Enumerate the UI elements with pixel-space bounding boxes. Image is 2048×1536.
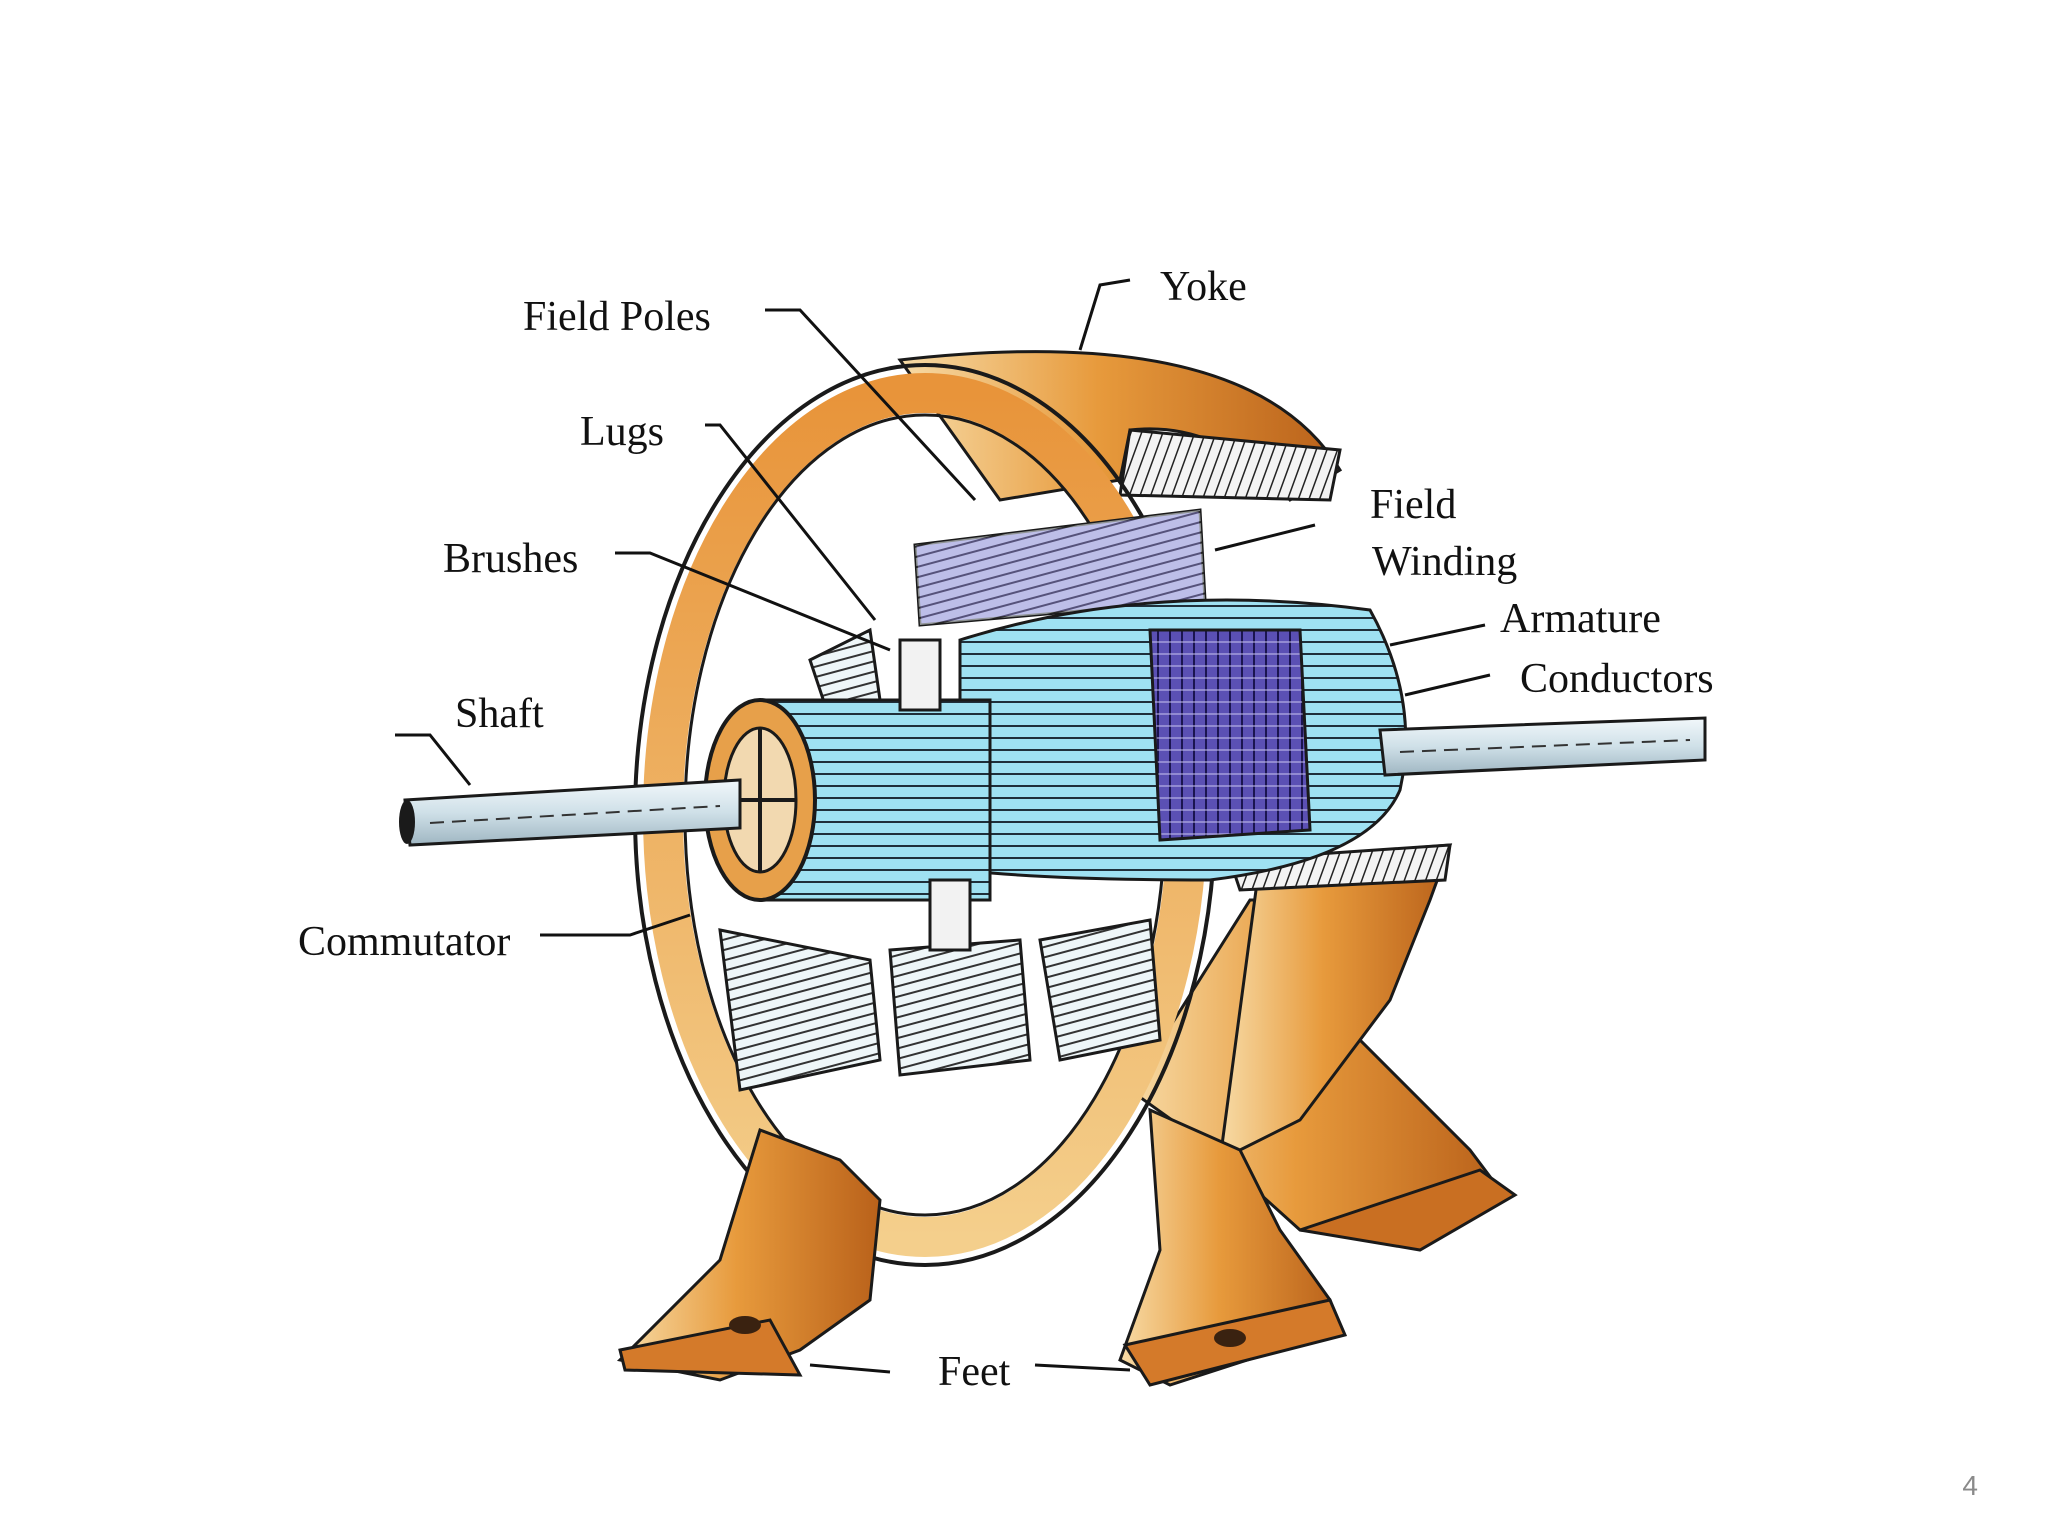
leader-shaft: [395, 733, 472, 786]
leader-commutator: [540, 913, 691, 937]
leader-feet-right: [1034, 1363, 1131, 1372]
leader-conductors: [1404, 673, 1491, 697]
leader-field-winding: [1214, 523, 1316, 552]
brushes: [898, 638, 972, 952]
label-field-winding-line1: Field: [1370, 482, 1456, 528]
field-winding: [913, 508, 1207, 627]
yoke: [897, 350, 1453, 1163]
page-number: 4: [1962, 1470, 1978, 1501]
field-poles: [718, 627, 1162, 1092]
shaft: [399, 716, 1707, 847]
label-lugs: Lugs: [580, 409, 664, 455]
leader-armature: [1389, 623, 1486, 647]
leader-brushes: [615, 551, 891, 652]
armature: [958, 598, 1408, 882]
label-brushes: Brushes: [443, 536, 578, 582]
label-shaft: Shaft: [455, 691, 544, 737]
leader-yoke: [1078, 278, 1131, 351]
leader-lines: [395, 278, 1491, 1374]
label-yoke: Yoke: [1160, 264, 1247, 310]
leader-feet-left: [809, 1363, 891, 1374]
label-armature: Armature: [1500, 596, 1661, 642]
front-feet: [616, 1107, 1348, 1387]
labels: Yoke Field Poles Lugs Brushes Shaft Comm…: [298, 264, 1714, 1395]
label-field-winding-line2: Winding: [1372, 539, 1517, 585]
leader-lugs: [705, 423, 877, 621]
commutator: [703, 698, 992, 902]
leader-field-poles: [765, 308, 977, 502]
label-commutator: Commutator: [298, 919, 510, 965]
label-conductors: Conductors: [1520, 656, 1714, 702]
label-field-poles: Field Poles: [523, 294, 711, 340]
label-feet: Feet: [938, 1349, 1011, 1395]
